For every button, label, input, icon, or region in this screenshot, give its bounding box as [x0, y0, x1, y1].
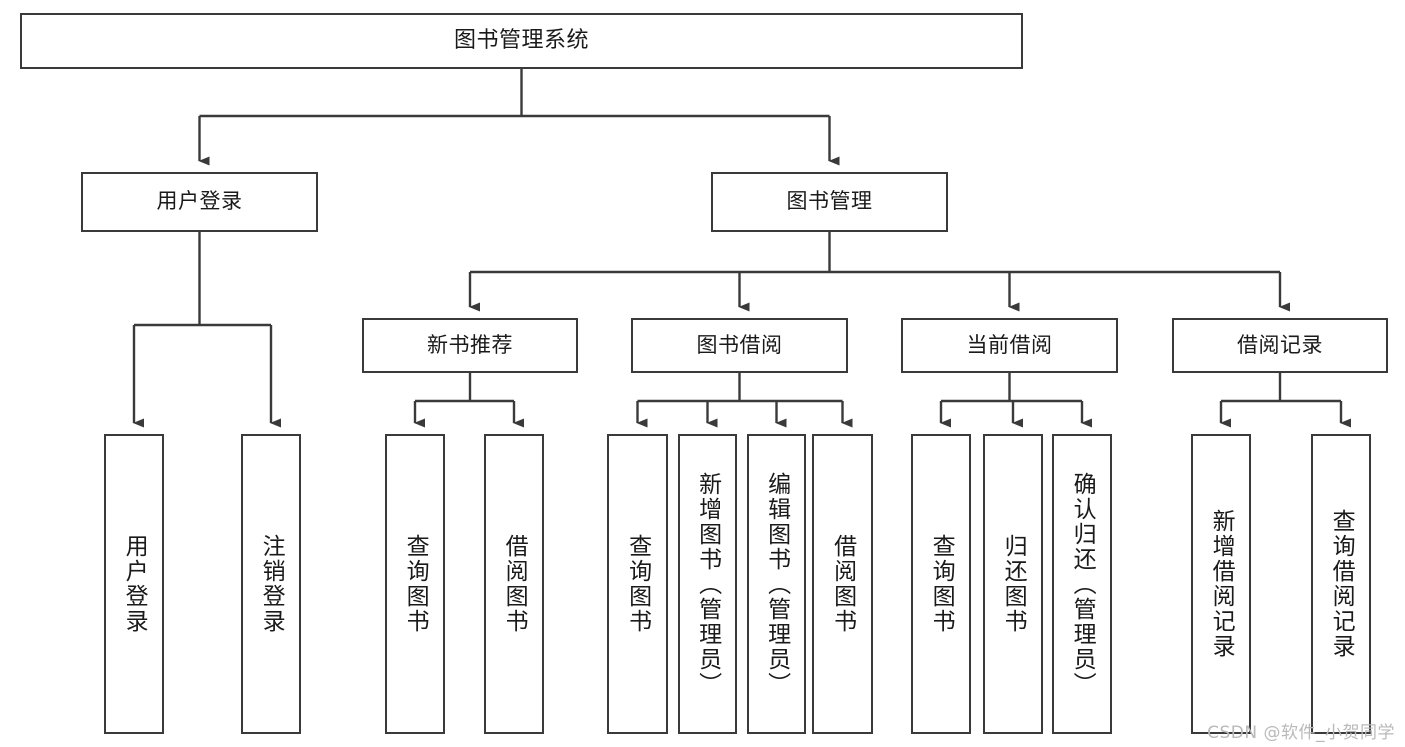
node-new-book-recommendation[interactable]: 新书推荐 [362, 318, 578, 373]
node-book-borrowing[interactable]: 图书借阅 [631, 318, 848, 373]
node-leaf-return-book[interactable]: 归还图书 [983, 434, 1043, 734]
node-label: 注销登录 [258, 534, 285, 634]
node-label: 图书管理 [786, 189, 873, 214]
node-leaf-edit-book-admin[interactable]: 编辑图书（管理员） [747, 434, 806, 734]
node-user-login[interactable]: 用户登录 [81, 172, 318, 232]
node-leaf-query-book-borrowing[interactable]: 查询图书 [607, 434, 668, 734]
node-root-book-management-system[interactable]: 图书管理系统 [20, 13, 1023, 69]
node-leaf-add-book-admin[interactable]: 新增图书（管理员） [678, 434, 737, 734]
node-leaf-user-logout[interactable]: 注销登录 [241, 434, 301, 734]
node-book-management[interactable]: 图书管理 [711, 172, 948, 232]
node-leaf-confirm-return-admin[interactable]: 确认归还（管理员） [1052, 434, 1112, 734]
node-leaf-borrow-book-recommendation[interactable]: 借阅图书 [484, 434, 544, 734]
node-label: 新书推荐 [427, 332, 513, 357]
node-current-borrowing[interactable]: 当前借阅 [901, 318, 1118, 373]
watermark-text: CSDN @软件_小贺同学 [1207, 723, 1395, 743]
node-label: 查询图书 [928, 534, 955, 634]
node-label: 图书借阅 [696, 332, 783, 357]
node-label: 图书管理系统 [453, 27, 589, 53]
node-label: 借阅图书 [829, 534, 856, 634]
node-leaf-borrow-book-borrowing[interactable]: 借阅图书 [812, 434, 873, 734]
node-label: 用户登录 [121, 534, 148, 634]
node-label: 用户登录 [156, 189, 243, 214]
node-leaf-query-book-current[interactable]: 查询图书 [911, 434, 971, 734]
node-label: 新增借阅记录 [1208, 509, 1235, 659]
node-label: 新增图书（管理员） [694, 471, 721, 697]
node-label: 查询图书 [402, 534, 429, 634]
node-leaf-query-borrowing-record[interactable]: 查询借阅记录 [1311, 434, 1371, 734]
node-leaf-user-login[interactable]: 用户登录 [104, 434, 164, 734]
node-label: 查询借阅记录 [1328, 509, 1355, 659]
node-borrowing-record[interactable]: 借阅记录 [1172, 318, 1388, 373]
node-label: 查询图书 [624, 534, 651, 634]
node-label: 编辑图书（管理员） [763, 471, 790, 697]
node-label: 借阅记录 [1237, 332, 1323, 357]
node-label: 确认归还（管理员） [1069, 471, 1096, 697]
node-leaf-add-borrowing-record[interactable]: 新增借阅记录 [1191, 434, 1251, 734]
node-leaf-query-book-recommendation[interactable]: 查询图书 [385, 434, 445, 734]
node-label: 借阅图书 [501, 534, 528, 634]
node-label: 归还图书 [1000, 534, 1027, 634]
node-label: 当前借阅 [966, 332, 1053, 357]
